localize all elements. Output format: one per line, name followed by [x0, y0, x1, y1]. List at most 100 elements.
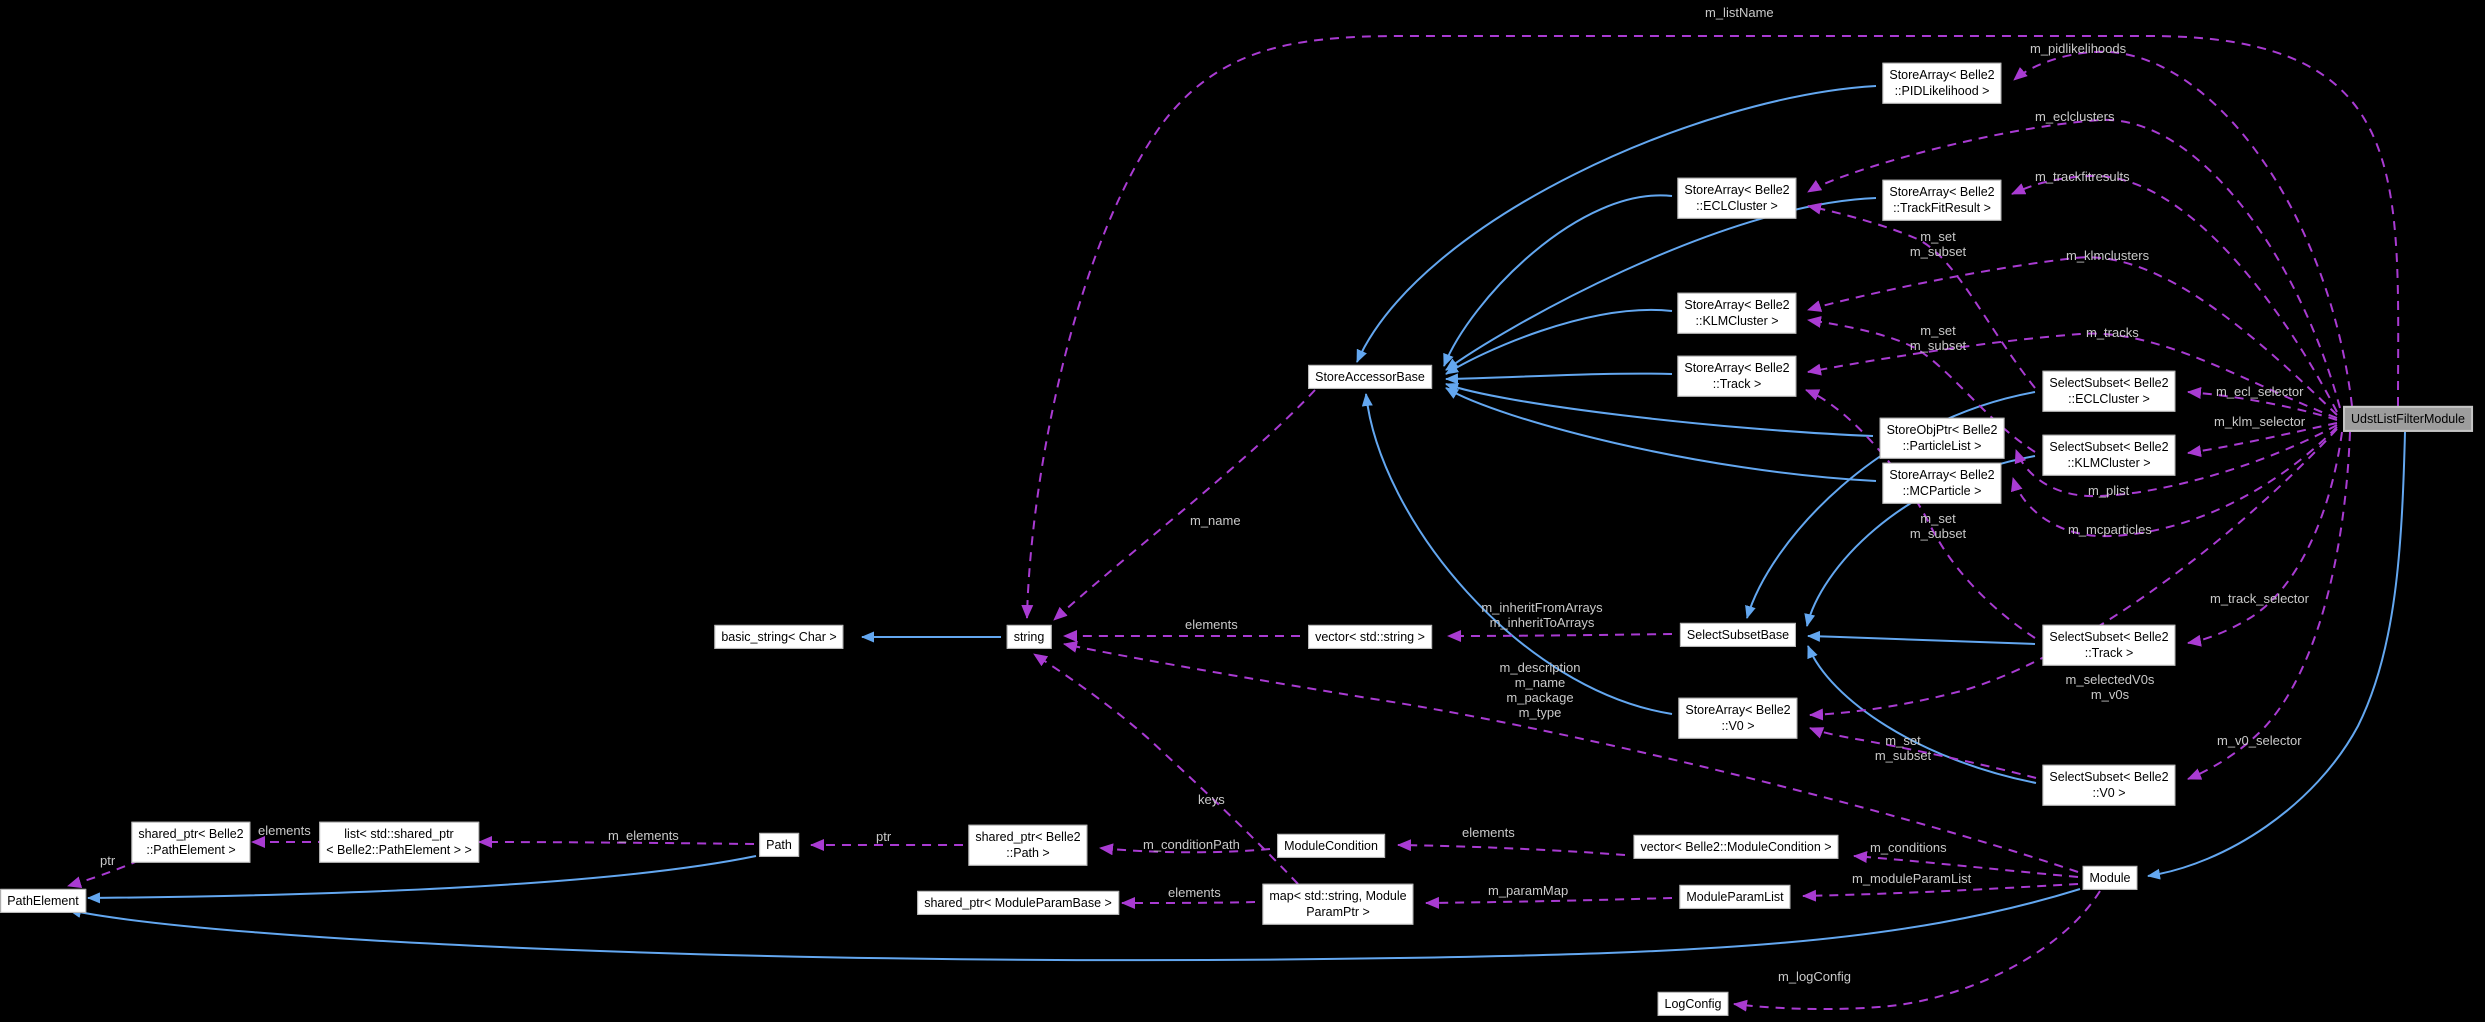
node-label: map< std::string, Module [1269, 888, 1407, 903]
node-modulecondition[interactable]: ModuleCondition [1277, 833, 1385, 859]
node-list-sharedptr-pathelement[interactable]: list< std::shared_ptr< Belle2::PathEleme… [319, 821, 479, 863]
node-label: ::Path > [1006, 846, 1050, 860]
edge-v0array-storeaccessorbase [1361, 393, 1673, 715]
node-sharedptr-path[interactable]: shared_ptr< Belle2::Path > [968, 824, 1088, 866]
edge-label-m-conditionpath: m_conditionPath [1143, 837, 1240, 852]
edge-m-listname [1021, 35, 2400, 619]
edge-set-subset-v0 [1809, 727, 2037, 779]
node-storearray-v0[interactable]: StoreArray< Belle2::V0 > [1678, 697, 1798, 739]
node-storeaccessorbase[interactable]: StoreAccessorBase [1308, 364, 1432, 390]
edge-label-m-eclclusters: m_eclclusters [2035, 109, 2115, 124]
node-selectsubset-eclcluster[interactable]: SelectSubset< Belle2::ECLCluster > [2042, 370, 2176, 412]
edge-inheritarrays [1447, 629, 1673, 642]
node-moduleparamlist[interactable]: ModuleParamList [1679, 884, 1791, 910]
node-label: StoreArray< Belle2 [1684, 182, 1790, 197]
edge-label-line: m_package [1506, 689, 1574, 705]
edge-label-m-conditions: m_conditions [1870, 840, 1947, 855]
node-selectsubset-klmcluster[interactable]: SelectSubset< Belle2::KLMCluster > [2042, 434, 2176, 476]
node-logconfig[interactable]: LogConfig [1657, 991, 1729, 1017]
node-path[interactable]: Path [759, 832, 799, 858]
edge-objptr-storeaccessorbase [1445, 382, 1874, 437]
node-label: string [1013, 629, 1045, 644]
node-label: ::Track > [2084, 646, 2134, 660]
edge-m-tracks [1807, 332, 2338, 419]
node-label: ::ECLCluster > [1696, 199, 1778, 213]
node-label: ::ParticleList > [1902, 439, 1982, 453]
edge-label-m-logconfig: m_logConfig [1778, 969, 1851, 984]
node-label: shared_ptr< ModuleParamBase > [924, 895, 1112, 910]
edge-label-m-track-selector: m_track_selector [2210, 591, 2309, 606]
edge-set-subset-track [1805, 389, 2036, 639]
edge-m-klm-selector [2187, 422, 2338, 458]
edge-label-set-subset-klm: m_set m_subset [1910, 323, 1966, 354]
edge-label-ptr-path: ptr [876, 829, 892, 844]
edge-m-track-selector [2187, 431, 2343, 647]
node-label: shared_ptr< Belle2 [138, 826, 244, 841]
edge-udst-module [2147, 431, 2406, 880]
node-string[interactable]: string [1006, 624, 1052, 650]
edge-trackfitresult-storeaccessorbase [1445, 197, 1877, 371]
node-label: PathElement [7, 893, 79, 908]
edge-label-set-subset-track: m_set m_subset [1910, 511, 1966, 542]
node-storeobjptr-particlelist[interactable]: StoreObjPtr< Belle2::ParticleList > [1879, 417, 2005, 459]
node-label: UdstListFilterModule [2351, 411, 2465, 426]
edge-label-line: m_set [1885, 733, 1921, 748]
edge-label-ptr-pathelement: ptr [100, 853, 116, 868]
edge-label-m-tracks: m_tracks [2086, 325, 2139, 340]
edge-label-m-parammap: m_paramMap [1488, 883, 1569, 898]
node-label: ::Track > [1712, 377, 1762, 391]
edge-ptr-pathelement [67, 859, 141, 889]
edge-selectv0-selectsubsetbase [1807, 645, 2037, 784]
node-label: ModuleCondition [1284, 838, 1378, 853]
edge-label-line: m_set [1920, 511, 1956, 526]
edge-label-line: m_type [1518, 704, 1562, 720]
node-label: ::MCParticle > [1902, 484, 1982, 498]
edge-m-conditionpath [1099, 843, 1271, 856]
edge-selectecl-selectsubsetbase [1745, 391, 2036, 619]
edge-label-m-pidlikelihoods: m_pidlikelihoods [2030, 41, 2127, 56]
node-label: SelectSubset< Belle2 [2049, 629, 2169, 644]
node-storearray-mcparticle[interactable]: StoreArray< Belle2::MCParticle > [1882, 462, 2002, 504]
edge-label-elements-vecstring: elements [1185, 617, 1238, 632]
node-pathelement[interactable]: PathElement [0, 888, 86, 914]
node-vector-modulecondition[interactable]: vector< Belle2::ModuleCondition > [1633, 834, 1839, 860]
node-sharedptr-moduleparambase[interactable]: shared_ptr< ModuleParamBase > [917, 890, 1119, 916]
edge-label-line: m_set [1920, 229, 1956, 244]
node-sharedptr-pathelement[interactable]: shared_ptr< Belle2::PathElement > [131, 821, 251, 863]
node-vector-string[interactable]: vector< std::string > [1308, 624, 1432, 650]
node-module[interactable]: Module [2082, 865, 2138, 891]
node-label: ::PIDLikelihood > [1894, 84, 1990, 98]
node-label: shared_ptr< Belle2 [975, 829, 1081, 844]
edge-label-m-v0-selector: m_v0_selector [2217, 733, 2302, 748]
node-label: StoreArray< Belle2 [1889, 467, 1995, 482]
edge-m-parammap [1425, 896, 1673, 909]
edge-label-m-name: m_name [1190, 513, 1241, 528]
edge-label-keys: keys [1198, 792, 1225, 807]
edge-m-moduleparamlist [1802, 883, 2079, 902]
node-label: SelectSubsetBase [1686, 627, 1790, 642]
edge-label-set-subset-v0: m_set m_subset [1874, 733, 1932, 764]
edge-m-conditions [1853, 851, 2079, 878]
node-storearray-klmcluster[interactable]: StoreArray< Belle2::KLMCluster > [1677, 292, 1797, 334]
node-label: StoreAccessorBase [1315, 369, 1425, 384]
node-label: StoreArray< Belle2 [1685, 702, 1791, 717]
node-label: StoreArray< Belle2 [1889, 67, 1995, 82]
edge-label-inherit-arrays: m_inheritFromArrays m_inheritToArrays [1481, 600, 1603, 631]
edge-module-pathelement [68, 888, 2081, 962]
node-storearray-track[interactable]: StoreArray< Belle2::Track > [1677, 355, 1797, 397]
edge-m-plist [2014, 424, 2338, 498]
edge-set-subset-ecl [1807, 202, 2036, 389]
node-basic-string[interactable]: basic_string< Char > [714, 624, 844, 650]
node-selectsubset-v0[interactable]: SelectSubset< Belle2::V0 > [2042, 764, 2176, 806]
edge-m-trackfitresults [2011, 174, 2338, 413]
node-storearray-pidlikelihood[interactable]: StoreArray< Belle2::PIDLikelihood > [1882, 62, 2002, 104]
edge-keys [1033, 653, 1299, 885]
node-storearray-eclcluster[interactable]: StoreArray< Belle2::ECLCluster > [1677, 177, 1797, 219]
edge-label-line: m_subset [1874, 747, 1932, 763]
node-label: vector< Belle2::ModuleCondition > [1640, 839, 1832, 854]
edge-label-line: m_inheritFromArrays [1481, 600, 1603, 615]
node-selectsubset-track[interactable]: SelectSubset< Belle2::Track > [2042, 624, 2176, 666]
node-storearray-trackfitresult[interactable]: StoreArray< Belle2::TrackFitResult > [1882, 179, 2002, 221]
node-selectsubsetbase[interactable]: SelectSubsetBase [1679, 622, 1797, 648]
